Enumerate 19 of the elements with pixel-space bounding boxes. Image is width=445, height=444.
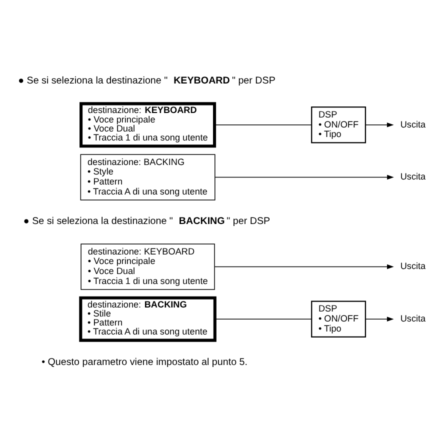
label: ● Se si seleziona la destinazione "KEYBOARD" per DSP	[18, 76, 276, 87]
node-text: Uscita	[400, 261, 426, 272]
connector	[214, 318, 312, 320]
node-text: Uscita	[400, 119, 426, 130]
arrow	[214, 264, 394, 270]
node-box: destinazione: KEYBOARD • Voce principale • Voce Dual • Traccia 1 di una song utente	[80, 244, 215, 290]
node-box: DSP • ON/OFF • Tipo	[311, 300, 366, 338]
arrow	[365, 122, 394, 128]
node-box: DSP • ON/OFF • Tipo	[311, 106, 366, 144]
node-box: destinazione: KEYBOARD • Voce principale • Voce Dual • Traccia 1 di una song utente	[80, 102, 216, 148]
label: • Questo parametro viene impostato al punto 5.	[42, 356, 248, 368]
arrow	[365, 316, 394, 322]
arrow	[214, 174, 394, 180]
node-text: Uscita	[400, 313, 426, 324]
node-box: destinazione: BACKING • Style • Pattern • Traccia A di una song utente	[80, 154, 216, 200]
connector	[214, 124, 312, 126]
label: ● Se si seleziona la destinazione "BACKING" per DSP	[23, 216, 270, 227]
node-box: destinazione: BACKING • Stile • Pattern • Traccia A di una song utente	[79, 296, 216, 342]
node-text: Uscita	[400, 172, 426, 182]
